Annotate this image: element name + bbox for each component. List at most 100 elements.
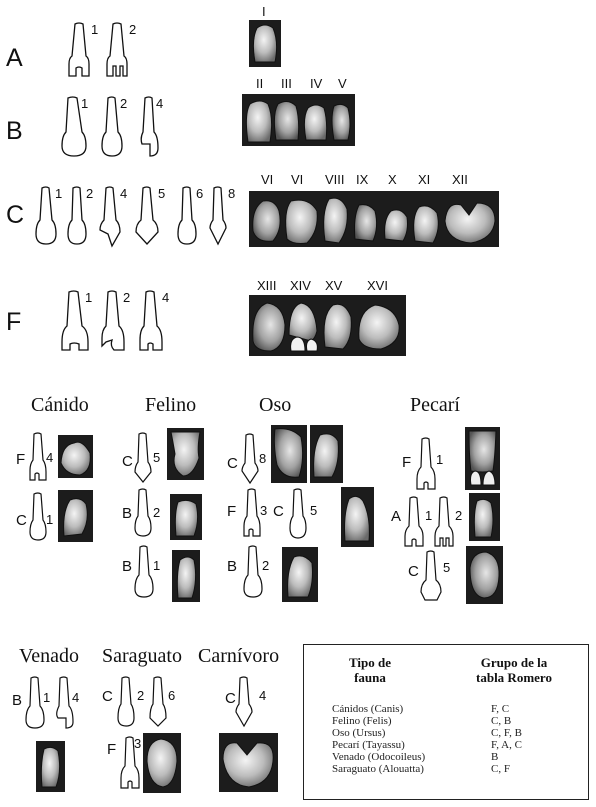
legend-row-grupo: C, B: [491, 715, 512, 727]
num-b2: 2: [120, 96, 128, 111]
legend-row-grupo: F, C: [491, 703, 510, 715]
felino-letter-b-2: B: [122, 505, 133, 522]
pecari-tooth-a2-icon: [434, 496, 454, 547]
photo-i: [249, 20, 281, 67]
canido-tooth-f4-icon: [29, 432, 47, 481]
oso-photo-c5: [341, 487, 374, 547]
tooth-f1-icon: [61, 290, 89, 351]
roman-xiii: XIII: [257, 278, 277, 293]
tooth-b2-icon: [101, 96, 123, 157]
felino-tooth-b2-icon: [134, 488, 152, 537]
row-letter-b: B: [6, 117, 23, 145]
pecari-tooth-f1-icon: [416, 437, 436, 490]
felino-photo-c5: [167, 428, 204, 480]
canido-letter-f: F: [16, 451, 26, 468]
oso-letter-c-8: C: [227, 455, 238, 472]
tooth-f4-icon: [139, 290, 163, 351]
canido-letter-c: C: [16, 512, 27, 529]
venado-photo: [36, 741, 65, 792]
tooth-a2-icon: [106, 22, 128, 77]
legend-header-fauna: Tipo de fauna: [322, 655, 418, 685]
venado-num-4: 4: [72, 690, 80, 705]
legend-row-grupo: C, F: [491, 763, 510, 775]
felino-tooth-b1-icon: [134, 545, 154, 598]
legend-row-grupo: F, A, C: [491, 739, 522, 751]
oso-photo-c8-a: [271, 425, 307, 483]
felino-photo-b1: [172, 550, 200, 602]
num-b1: 1: [81, 96, 89, 111]
canido-num-1: 1: [46, 512, 54, 527]
oso-num-2: 2: [262, 558, 270, 573]
group-title-venado: Venado: [19, 645, 79, 667]
legend-header-grupo-line1: Grupo de la: [480, 655, 548, 670]
roman-viii: VIII: [325, 172, 345, 187]
oso-photo-c8-b: [310, 425, 343, 483]
roman-xii: XII: [452, 172, 468, 187]
roman-i: I: [262, 4, 266, 19]
legend-table: Tipo de fauna Grupo de la tabla Romero C…: [303, 644, 589, 800]
felino-tooth-c5-icon: [134, 432, 152, 483]
roman-iv: IV: [310, 76, 323, 91]
carnivoro-tooth-c4-icon: [235, 676, 253, 728]
oso-num-5: 5: [310, 503, 318, 518]
legend-header-grupo-line2: tabla Romero: [476, 670, 552, 685]
pecari-photo-f1: [465, 427, 500, 490]
carnivoro-photo: [219, 733, 278, 792]
tooth-f2-icon: [101, 290, 125, 351]
felino-photo-b2: [170, 494, 202, 540]
pecari-num-a1: 1: [425, 508, 433, 523]
oso-tooth-f3-icon: [243, 488, 261, 537]
num-c5: 5: [158, 186, 166, 201]
legend-row-fauna: Venado (Odocoileus): [332, 751, 426, 763]
pecari-tooth-c5-icon: [420, 550, 442, 601]
tooth-b4-icon: [140, 96, 159, 157]
oso-letter-f-3: F: [227, 503, 237, 520]
tooth-a1-icon: [68, 22, 90, 77]
oso-letter-b-2: B: [227, 558, 238, 575]
photo-xiii-xvi: [249, 295, 406, 356]
num-a1: 1: [91, 22, 99, 37]
saraguato-letter-c: C: [102, 688, 113, 705]
photo-ii-v: [242, 94, 355, 146]
pecari-num-a2: 2: [455, 508, 463, 523]
tooth-c4-icon: [99, 186, 121, 248]
row-letter-a: A: [6, 44, 23, 72]
oso-tooth-c5-icon: [289, 488, 307, 539]
pecari-tooth-a1-icon: [404, 496, 424, 547]
group-title-canido: Cánido: [31, 394, 89, 416]
felino-num-1: 1: [153, 558, 161, 573]
felino-letter-b-1: B: [122, 558, 133, 575]
canido-tooth-c1-icon: [29, 492, 47, 541]
tooth-c1-icon: [35, 186, 57, 245]
roman-x: X: [388, 172, 397, 187]
saraguato-num-2: 2: [137, 688, 145, 703]
num-c8: 8: [228, 186, 236, 201]
pecari-letter-a: A: [391, 508, 402, 525]
canido-photo-f4: [58, 435, 93, 478]
photo-vi-xii: [249, 191, 499, 247]
pecari-letter-f: F: [402, 454, 412, 471]
tooth-b1-icon: [61, 96, 87, 157]
num-f4: 4: [162, 290, 170, 305]
row-letter-c: C: [6, 201, 25, 229]
legend-header-grupo: Grupo de la tabla Romero: [454, 655, 574, 685]
felino-num-5: 5: [153, 450, 161, 465]
num-b4: 4: [156, 96, 164, 111]
roman-vi-b: VI: [291, 172, 304, 187]
legend-header-fauna-line2: fauna: [354, 670, 386, 685]
saraguato-tooth-6-icon: [149, 676, 167, 727]
oso-num-8: 8: [259, 451, 267, 466]
num-f2: 2: [123, 290, 131, 305]
roman-ix: IX: [356, 172, 369, 187]
roman-v: V: [338, 76, 347, 91]
num-f1: 1: [85, 290, 93, 305]
oso-num-3: 3: [260, 503, 268, 518]
roman-ii: II: [256, 76, 264, 91]
num-a2: 2: [129, 22, 137, 37]
tooth-c8-icon: [209, 186, 227, 246]
group-title-oso: Oso: [259, 394, 292, 416]
legend-row-grupo: B: [491, 751, 499, 763]
saraguato-letter-f: F: [107, 741, 117, 758]
venado-tooth-4-icon: [56, 676, 74, 729]
pecari-photo-a: [469, 493, 500, 541]
